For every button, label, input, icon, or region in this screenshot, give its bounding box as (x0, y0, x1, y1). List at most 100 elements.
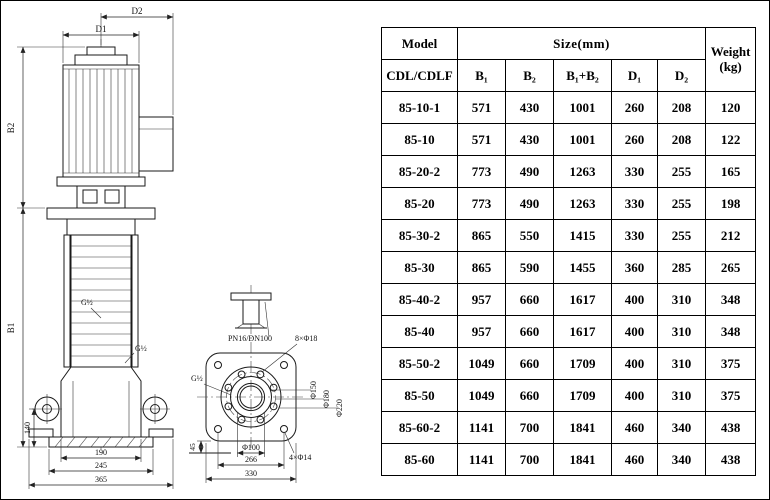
dim-label-45: 45 (188, 443, 197, 451)
cell-b1: 1049 (457, 347, 506, 380)
cell-d2: 208 (656, 91, 707, 124)
cell-d1: 360 (611, 251, 658, 284)
cell-b1: 773 (457, 155, 506, 188)
cell-d2: 285 (656, 251, 707, 284)
cell-b2: 660 (505, 379, 554, 412)
dim-label-d2: D2 (132, 6, 143, 16)
cell-model: 85-10-1 (381, 91, 458, 124)
cell-d1: 260 (611, 91, 658, 124)
cell-b1: 957 (457, 315, 506, 348)
dim-label-phi180: Φ180 (322, 390, 331, 408)
cell-b1b2: 1841 (553, 411, 612, 444)
cell-b1: 1141 (457, 443, 506, 476)
table-row: 85-20-2 773 490 1263 330 255 165 (381, 155, 757, 188)
table-row: 85-60-2 1141 700 1841 460 340 438 (381, 411, 757, 444)
header-size: Size(mm) (456, 27, 707, 60)
cell-weight: 348 (705, 315, 757, 348)
dim-label-b1: B1 (6, 323, 16, 334)
header-row-2: CDL/CDLF B₁ B₂ B₁+B₂ D₁ D₂ (381, 59, 756, 92)
header-weight-label: Weight (710, 43, 751, 59)
port-label-3: G½ (191, 374, 203, 383)
cell-b2: 700 (505, 411, 554, 444)
cell-d2: 255 (656, 219, 707, 252)
table-row: 85-40 957 660 1617 400 310 348 (381, 315, 757, 348)
cell-weight: 120 (705, 91, 757, 124)
cell-weight: 212 (705, 219, 757, 252)
cell-b1b2: 1617 (553, 315, 612, 348)
dim-label-365: 365 (95, 475, 107, 484)
table-row: 85-50 1049 660 1709 400 310 375 (381, 379, 757, 412)
cell-b2: 430 (505, 123, 554, 156)
cell-d2: 208 (656, 123, 707, 156)
port-label-1: G½ (81, 298, 93, 307)
cell-model: 85-30-2 (381, 219, 458, 252)
dim-label-bore: Φ100 (242, 443, 260, 452)
cell-b1b2: 1415 (553, 219, 612, 252)
cell-d1: 260 (611, 123, 658, 156)
cell-b1b2: 1841 (553, 443, 612, 476)
table-body: 85-10-1 571 430 1001 260 208 120 85-10 5… (381, 91, 757, 476)
cell-b1b2: 1709 (553, 347, 612, 380)
cell-model: 85-10 (381, 123, 458, 156)
header-model: Model (381, 27, 458, 60)
cell-weight: 165 (705, 155, 757, 188)
cell-b1b2: 1263 (553, 155, 612, 188)
cell-d2: 340 (656, 411, 707, 444)
cell-weight: 198 (705, 187, 757, 220)
table-row: 85-20 773 490 1263 330 255 198 (381, 187, 757, 220)
dim-label-b2: B2 (6, 123, 16, 134)
cell-b1b2: 1001 (553, 123, 612, 156)
bolt-circle-holes-label: 8×Φ18 (295, 334, 317, 343)
cell-d1: 460 (611, 411, 658, 444)
cell-b2: 430 (505, 91, 554, 124)
cell-d1: 330 (611, 219, 658, 252)
cell-b1b2: 1455 (553, 251, 612, 284)
cell-d2: 255 (656, 155, 707, 188)
header-d2: D₂ (656, 59, 707, 92)
cell-b2: 660 (505, 347, 554, 380)
cell-b1: 865 (457, 251, 506, 284)
cell-weight: 438 (705, 411, 757, 444)
cell-b1: 773 (457, 187, 506, 220)
table-header: Model Size(mm) Weight (kg) CDL/CDLF B₁ B… (381, 27, 757, 92)
cell-b1: 1049 (457, 379, 506, 412)
cell-b2: 660 (505, 283, 554, 316)
dim-label-330: 330 (245, 469, 257, 478)
cell-model: 85-50-2 (381, 347, 458, 380)
table-row: 85-60 1141 700 1841 460 340 438 (381, 443, 757, 476)
header-series: CDL/CDLF (381, 59, 458, 92)
cell-b1b2: 1617 (553, 283, 612, 316)
cell-b1: 957 (457, 283, 506, 316)
cell-d2: 310 (656, 379, 707, 412)
table-row: 85-40-2 957 660 1617 400 310 348 (381, 283, 757, 316)
cell-b1: 865 (457, 219, 506, 252)
cell-b2: 490 (505, 187, 554, 220)
cell-d2: 255 (656, 187, 707, 220)
cell-weight: 122 (705, 123, 757, 156)
cell-b2: 660 (505, 315, 554, 348)
table-row: 85-50-2 1049 660 1709 400 310 375 (381, 347, 757, 380)
dimension-table: Model Size(mm) Weight (kg) CDL/CDLF B₁ B… (381, 27, 757, 476)
cell-model: 85-20-2 (381, 155, 458, 188)
dim-label-phi220: Φ220 (335, 399, 344, 417)
cell-b1b2: 1001 (553, 91, 612, 124)
header-b2: B₂ (505, 59, 554, 92)
front-view (28, 39, 174, 453)
cell-d1: 330 (611, 187, 658, 220)
cell-d1: 460 (611, 443, 658, 476)
dim-label-phi150: Φ150 (309, 381, 318, 399)
cell-weight: 375 (705, 347, 757, 380)
header-d1: D₁ (611, 59, 658, 92)
cell-d2: 310 (656, 347, 707, 380)
cell-model: 85-60 (381, 443, 458, 476)
cell-weight: 438 (705, 443, 757, 476)
cell-model: 85-60-2 (381, 411, 458, 444)
flange-detail-view (189, 285, 305, 454)
cell-b1b2: 1263 (553, 187, 612, 220)
cell-d2: 310 (656, 315, 707, 348)
cell-model: 85-20 (381, 187, 458, 220)
cell-weight: 265 (705, 251, 757, 284)
header-weight-unit: (kg) (719, 58, 742, 74)
dim-label-140: 140 (23, 422, 32, 434)
